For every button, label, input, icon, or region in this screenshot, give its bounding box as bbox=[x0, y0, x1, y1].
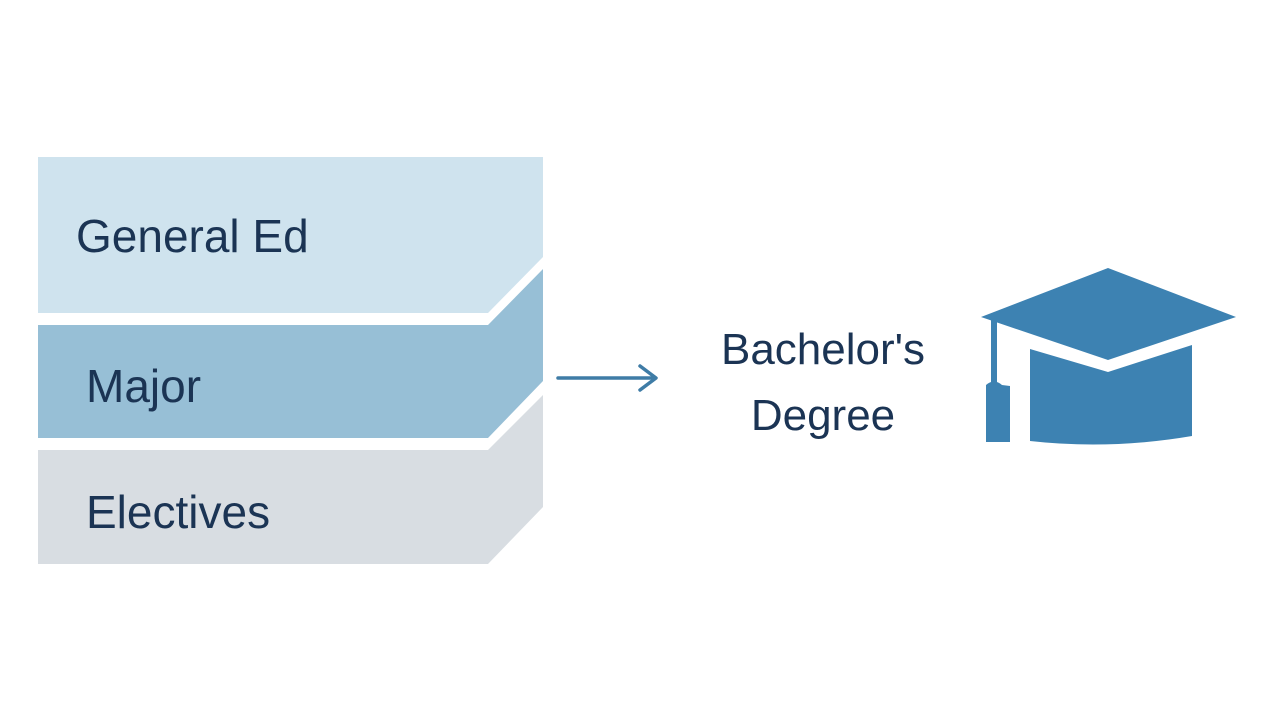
result-line-2: Degree bbox=[751, 391, 895, 440]
layer-electives-label: Electives bbox=[86, 486, 270, 538]
requirements-stack: General Ed Major Electives bbox=[38, 157, 543, 564]
layer-major-band bbox=[38, 269, 543, 438]
layer-general-ed-band bbox=[38, 157, 543, 313]
right-arrow-icon bbox=[556, 364, 658, 392]
result-label: Bachelor's Degree bbox=[721, 325, 925, 440]
layer-electives-band bbox=[38, 395, 543, 564]
layer-major-label: Major bbox=[86, 360, 201, 412]
graduation-cap-icon bbox=[981, 268, 1236, 445]
layer-general-ed-label: General Ed bbox=[76, 210, 309, 262]
result-line-1: Bachelor's bbox=[721, 325, 925, 374]
